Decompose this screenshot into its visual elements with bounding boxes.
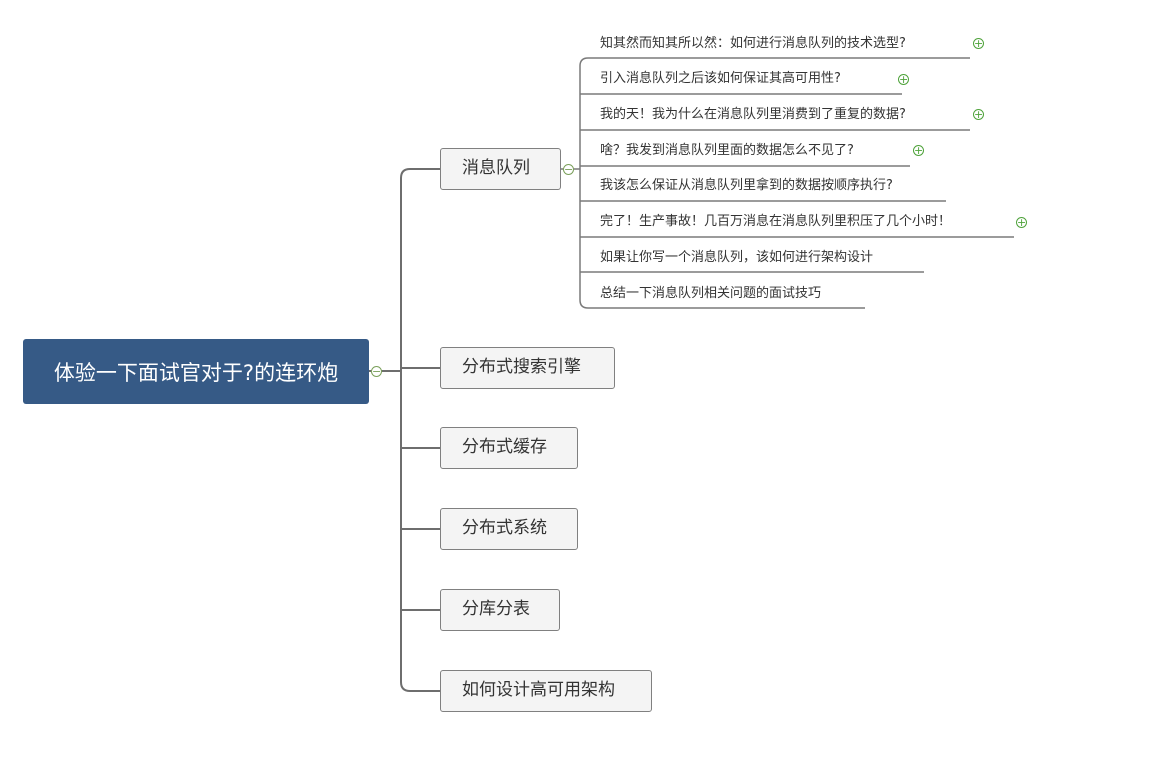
- branch-high-availability[interactable]: 如何设计高可用架构: [440, 670, 652, 712]
- expand-plus-icon[interactable]: +: [973, 37, 984, 50]
- expand-plus-icon[interactable]: +: [973, 108, 984, 121]
- branch-label: 分布式搜索引擎: [462, 357, 581, 377]
- branch-label: 分布式系统: [462, 518, 547, 538]
- branch-distributed-system[interactable]: 分布式系统: [440, 508, 578, 550]
- mq-topic-backlog[interactable]: 完了！生产事故！几百万消息在消息队列里积压了几个小时！: [600, 214, 952, 229]
- branch-label: 分布式缓存: [462, 437, 547, 457]
- branch-sharding[interactable]: 分库分表: [440, 589, 560, 631]
- mq-topic-message-loss[interactable]: 啥？我发到消息队列里面的数据怎么不见了?: [600, 143, 854, 158]
- mq-topic-high-availability[interactable]: 引入消息队列之后该如何保证其高可用性?: [600, 71, 841, 86]
- expand-plus-icon[interactable]: +: [913, 144, 924, 157]
- expand-plus-icon[interactable]: +: [1016, 216, 1027, 229]
- branch-distributed-search[interactable]: 分布式搜索引擎: [440, 347, 615, 389]
- branch-label: 分库分表: [462, 599, 530, 619]
- root-topic-label: 体验一下面试官对于?的连环炮: [53, 360, 339, 385]
- collapse-root-icon[interactable]: −: [371, 365, 382, 378]
- collapse-message-queue-icon[interactable]: −: [563, 163, 574, 176]
- root-topic[interactable]: 体验一下面试官对于?的连环炮: [23, 339, 369, 404]
- mq-topic-ordering[interactable]: 我该怎么保证从消息队列里拿到的数据按顺序执行?: [600, 178, 893, 193]
- branch-distributed-cache[interactable]: 分布式缓存: [440, 427, 578, 469]
- mq-topic-duplicate-consumption[interactable]: 我的天！我为什么在消息队列里消费到了重复的数据?: [600, 107, 906, 122]
- mq-topic-tech-selection[interactable]: 知其然而知其所以然：如何进行消息队列的技术选型?: [600, 36, 906, 51]
- branch-label: 如何设计高可用架构: [462, 680, 615, 700]
- mq-topic-architecture-design[interactable]: 如果让你写一个消息队列，该如何进行架构设计: [600, 250, 874, 265]
- mq-topic-interview-summary[interactable]: 总结一下消息队列相关问题的面试技巧: [600, 286, 822, 301]
- expand-plus-icon[interactable]: +: [898, 73, 909, 86]
- branch-label: 消息队列: [462, 158, 530, 178]
- branch-message-queue[interactable]: 消息队列: [440, 148, 561, 190]
